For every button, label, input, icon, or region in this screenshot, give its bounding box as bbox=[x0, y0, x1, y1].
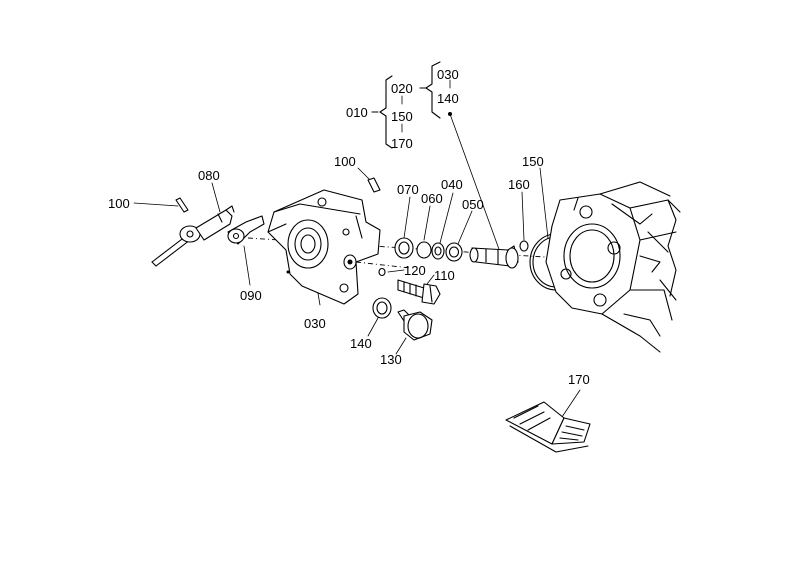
label-060: 060 bbox=[421, 191, 443, 206]
label-080: 080 bbox=[198, 168, 220, 183]
ring-160 bbox=[519, 240, 529, 252]
label-030: 030 bbox=[304, 316, 326, 331]
label-140: 140 bbox=[350, 336, 372, 351]
label-110: 110 bbox=[434, 268, 455, 283]
shaft-150 bbox=[469, 245, 519, 269]
engine-block bbox=[545, 181, 681, 353]
label-100-left: 100 bbox=[108, 196, 130, 211]
label-170: 170 bbox=[568, 372, 590, 387]
label-040: 040 bbox=[441, 177, 463, 192]
label-070: 070 bbox=[397, 182, 419, 197]
ring-040 bbox=[431, 242, 445, 260]
label-170-top: 170 bbox=[391, 136, 413, 151]
housing-030 bbox=[267, 189, 381, 305]
label-020: 020 bbox=[391, 81, 413, 96]
label-150-top: 150 bbox=[391, 109, 413, 124]
secondary-axis bbox=[355, 261, 411, 269]
pin-100-left bbox=[175, 197, 189, 213]
label-160: 160 bbox=[508, 177, 530, 192]
label-090: 090 bbox=[240, 288, 262, 303]
pin-100-upper bbox=[367, 177, 381, 193]
label-140-top: 140 bbox=[437, 91, 459, 106]
washer-140 bbox=[372, 297, 392, 319]
ring-070 bbox=[394, 237, 414, 259]
manual-170-book bbox=[505, 401, 591, 453]
label-130: 130 bbox=[380, 352, 402, 367]
label-150: 150 bbox=[522, 154, 544, 169]
label-050: 050 bbox=[462, 197, 484, 212]
ring-050 bbox=[445, 242, 463, 262]
ring-120 bbox=[378, 267, 386, 277]
ring-060 bbox=[416, 241, 432, 259]
label-100-upper: 100 bbox=[334, 154, 356, 169]
label-030-top: 030 bbox=[437, 67, 459, 82]
lever-080 bbox=[151, 205, 235, 267]
bolt-110 bbox=[397, 279, 441, 305]
plug-130 bbox=[397, 309, 433, 341]
label-120: 120 bbox=[404, 263, 426, 278]
label-010: 010 bbox=[346, 105, 368, 120]
link-090 bbox=[227, 215, 265, 245]
assembly-hierarchy bbox=[371, 61, 451, 149]
